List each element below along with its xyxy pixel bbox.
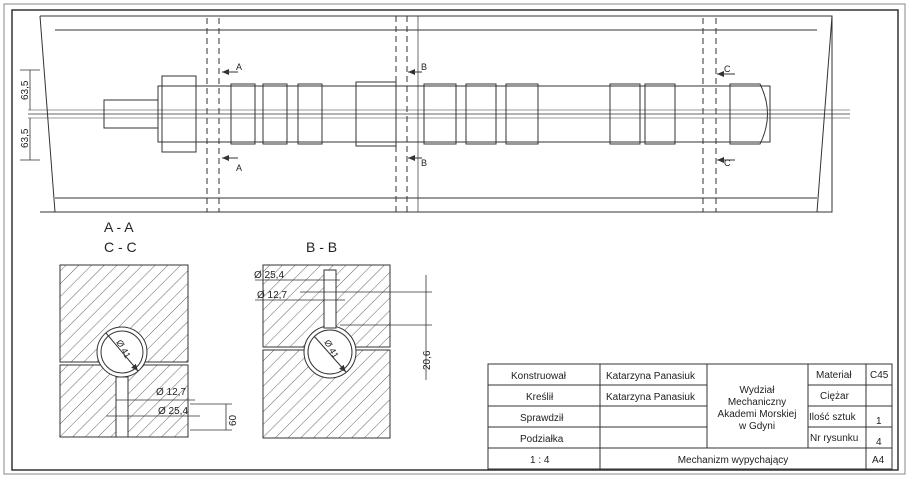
title-block: [487, 363, 893, 470]
dim-aa-60: 60: [228, 414, 239, 426]
tb-kreslil-label: Kreślił: [526, 392, 554, 403]
tb-material-value: C45: [870, 370, 889, 381]
section-title-cc: C - C: [104, 239, 137, 255]
tb-format-value: A4: [872, 455, 885, 466]
tb-ciezar-label: Ciężar: [820, 391, 850, 402]
dim-upper-63-5: 63,5: [20, 80, 31, 100]
dim-aa-dia-12-7: Ø 12,7: [156, 387, 186, 398]
tb-podzialka-label: Podziałka: [520, 434, 564, 445]
cut-mark-c-top: C: [724, 64, 731, 74]
tb-institution-line3: Akademi Morskiej: [718, 409, 797, 420]
tb-kreslil-value: Katarzyna Panasiuk: [606, 392, 696, 403]
dim-lower-63-5: 63,5: [20, 128, 31, 148]
tb-institution-line4: w Gdyni: [738, 421, 775, 432]
outer-border: [3, 3, 906, 475]
tb-drawing-title: Mechanizm wypychający: [678, 455, 789, 466]
tb-konstruowal-value: Katarzyna Panasiuk: [606, 371, 696, 382]
cut-mark-a-bottom: A: [236, 163, 242, 173]
tb-sprawdzil-label: Sprawdził: [520, 413, 564, 424]
tb-institution-line1: Wydział: [740, 385, 776, 396]
tb-material-label: Materiał: [816, 370, 852, 381]
tb-konstruowal-label: Konstruował: [511, 371, 567, 382]
main-view: [20, 15, 850, 213]
cut-mark-b-bottom: B: [421, 158, 427, 168]
cut-mark-a-top: A: [236, 62, 242, 72]
inner-border: [11, 9, 899, 471]
tb-ilosc-value: 1: [876, 416, 882, 427]
tb-nr-value: 4: [876, 437, 882, 448]
tb-scale-value: 1 : 4: [530, 455, 550, 466]
cut-mark-c-bottom: C: [724, 158, 731, 168]
dim-aa-dia-25-4: Ø 25,4: [158, 406, 188, 417]
section-title-aa: A - A: [104, 219, 134, 235]
tb-ilosc-label: Ilość sztuk: [809, 412, 857, 423]
dim-bb-dia-12-7: Ø 12,7: [257, 290, 287, 301]
dim-bb-dia-25-4: Ø 25,4: [254, 270, 284, 281]
section-title-bb: B - B: [306, 239, 337, 255]
section-aa-view: [59, 264, 232, 438]
section-bb-view: [255, 264, 432, 439]
dim-bb-20-6: 20,6: [422, 350, 433, 370]
tb-institution-line2: Mechaniczny: [728, 397, 786, 408]
cut-mark-b-top: B: [421, 62, 427, 72]
tb-nr-label: Nr rysunku: [810, 433, 858, 444]
